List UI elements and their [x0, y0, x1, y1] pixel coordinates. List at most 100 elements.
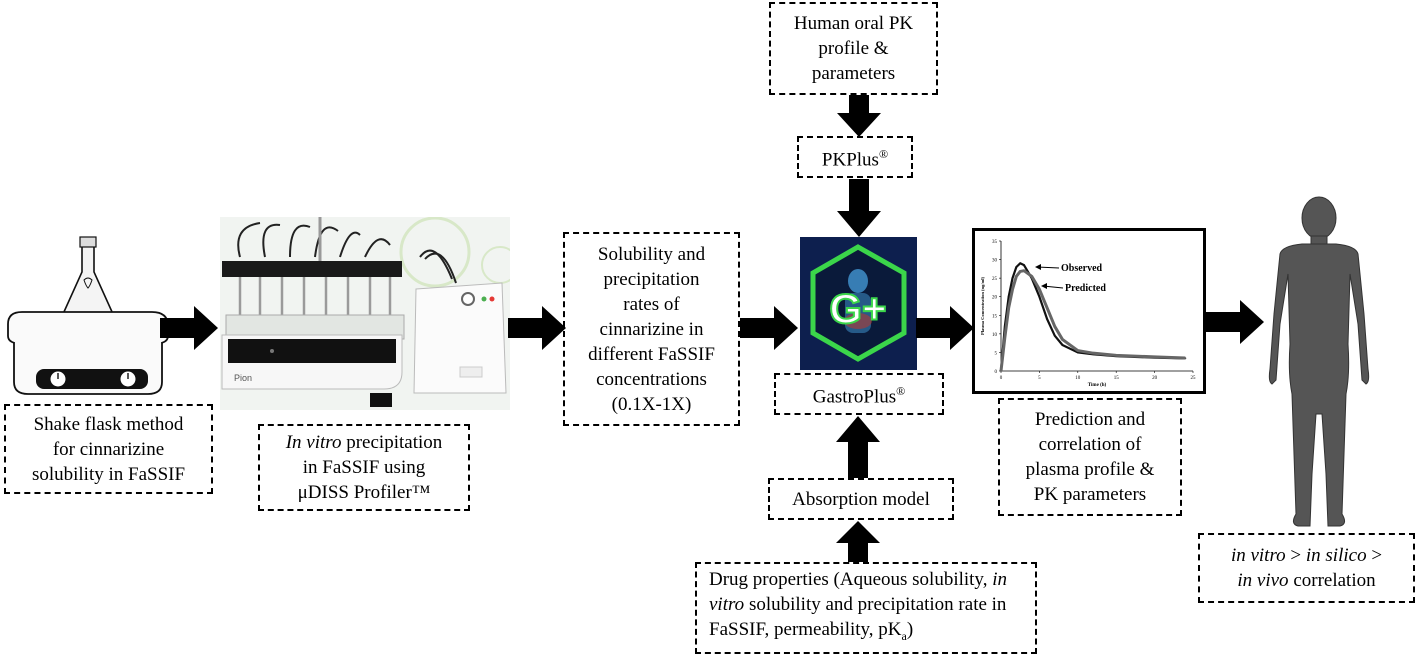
data-point-predicted [1053, 325, 1056, 328]
prediction-line-1: Prediction and [1034, 409, 1146, 430]
pkplus-text: PKPlus [821, 149, 879, 171]
drug-props-1i: in [992, 569, 1007, 591]
data-point-observed [1015, 266, 1018, 268]
in-vitro-precip-line-3: μDISS Profiler™ [297, 482, 431, 503]
x-axis-label: Time (h) [1088, 383, 1107, 388]
gastroplus-text: GastroPlus [812, 386, 897, 408]
prediction-line-2: correlation of [1038, 434, 1142, 455]
y-tick-label: 30 [992, 259, 998, 264]
y-tick-label: 35 [992, 240, 998, 245]
data-point-predicted [1076, 349, 1079, 352]
data-point-predicted [1046, 306, 1048, 309]
data-point-predicted [1019, 270, 1022, 273]
drug-props-1a: Drug properties (Aqueous solubility, [709, 569, 993, 591]
data-point-predicted [1003, 336, 1006, 339]
x-tick-label: 25 [1191, 376, 1197, 381]
drug-props-2b: solubility and precipitation rate in [744, 594, 1007, 616]
x-tick-label: 5 [1038, 376, 1041, 381]
arrow-chart-to-human [1206, 300, 1264, 344]
data-point-predicted [1015, 275, 1018, 278]
annotation-observed-arrowhead [1035, 264, 1041, 270]
y-tick-label: 20 [992, 296, 998, 301]
data-point-observed [1011, 277, 1014, 280]
solubility-rates-box: Solubility and precipitation rates of ci… [563, 232, 740, 426]
in-vitro-precip-italic: In vitro [285, 432, 342, 453]
correlation-i3: in vivo [1237, 570, 1289, 591]
shake-flask-line-3: solubility in FaSSIF [31, 463, 186, 485]
drug-props-line-3: FaSSIF, permeability, pKa) [709, 617, 913, 649]
correlation-i1: in vitro [1230, 545, 1286, 566]
data-point-predicted [1000, 370, 1002, 372]
solubility-line-2: precipitation [603, 268, 700, 290]
gastroplus-sup: ® [896, 383, 906, 398]
correlation-s1: > [1285, 545, 1306, 566]
solubility-line-4: cinnarizine in [599, 318, 704, 340]
correlation-line-2: in vivo correlation [1237, 568, 1375, 593]
data-point-predicted [1011, 288, 1014, 291]
y-tick-label: 10 [992, 333, 998, 338]
profiler-brand-label: Pion [234, 373, 252, 383]
drug-props-line-2: vitro solubility and precipitation rate … [709, 592, 1006, 617]
arrow-profiler-to-solubility [508, 306, 566, 350]
annotation-predicted-arrowhead [1041, 283, 1047, 289]
y-tick-label: 15 [992, 314, 998, 319]
in-vitro-precipitation-box: In vitro precipitation in FaSSIF using μ… [258, 424, 470, 511]
data-point-observed [1046, 318, 1048, 320]
correlation-line-1: in vitro > in silico > [1231, 543, 1382, 568]
drug-props-3sub: a [901, 628, 907, 643]
gastroplus-label: GastroPlus® [813, 379, 906, 409]
pkplus-sup: ® [878, 146, 889, 161]
drug-properties-box: Drug properties (Aqueous solubility, in … [695, 562, 1037, 654]
solubility-line-5: different FaSSIF [588, 343, 715, 365]
absorption-label: Absorption model [792, 488, 930, 510]
shake-flask-box: Shake flask method for cinnarizine solub… [4, 404, 213, 494]
data-point-predicted [1184, 357, 1187, 359]
drug-props-2i: vitro [709, 594, 745, 616]
absorption-model-box: Absorption model [768, 478, 954, 520]
data-point-observed [1061, 344, 1064, 346]
data-point-predicted [1007, 306, 1010, 309]
shake-flask-line-2: for cinnarizine [52, 438, 165, 460]
data-point-observed [1019, 262, 1022, 265]
prediction-line-3: plasma profile & [1025, 459, 1155, 480]
data-point-observed [1038, 295, 1041, 298]
drug-props-3a: FaSSIF, permeability, pK [709, 619, 902, 641]
correlation-box: in vitro > in silico > in vivo correlati… [1198, 533, 1415, 603]
correlation-i2: in silico [1305, 545, 1367, 566]
solubility-line-6: concentrations [596, 368, 707, 390]
data-point-observed [1053, 334, 1056, 337]
data-point-predicted [1092, 352, 1095, 355]
data-point-predicted [1153, 355, 1156, 358]
prediction-line-4: PK parameters [1033, 484, 1147, 505]
y-tick-label: 25 [992, 277, 998, 282]
human-pk-line-2: profile & [818, 38, 889, 59]
arrow-drugprops-to-absorption [836, 521, 880, 562]
annotation-predicted: Predicted [1065, 283, 1106, 294]
shake-flask-line-1: Shake flask method [33, 413, 184, 435]
in-vitro-precip-line-2: in FaSSIF using [302, 457, 426, 478]
annotation-observed: Observed [1061, 263, 1103, 274]
data-point-predicted [1023, 269, 1025, 272]
x-tick-label: 20 [1152, 376, 1158, 381]
human-pk-box: Human oral PK profile & parameters [769, 2, 938, 95]
solubility-line-1: Solubility and [597, 243, 706, 265]
hotplate-flask-illustration [7, 236, 169, 395]
y-axis-label: Plasma Concentration (ng/ml) [980, 277, 985, 335]
gastroplus-box: GastroPlus® [774, 373, 944, 415]
arrow-pkplus-to-gastroplus [837, 179, 881, 237]
data-point-predicted [1038, 288, 1041, 291]
y-tick-label: 5 [995, 351, 998, 356]
human-pk-line-1: Human oral PK [793, 13, 914, 34]
correlation-s2: > [1366, 545, 1383, 566]
arrow-gastroplus-to-chart [916, 306, 974, 350]
data-point-observed [1007, 295, 1010, 298]
prediction-box: Prediction and correlation of plasma pro… [998, 398, 1182, 516]
x-tick-label: 15 [1114, 376, 1120, 381]
y-tick-label: 0 [995, 370, 998, 375]
gastroplus-logo-text: G+ [829, 285, 886, 332]
gastroplus-logo: G+ [800, 237, 917, 370]
arrow-absorption-to-gastroplus [836, 416, 880, 478]
in-vitro-precip-rest: precipitation [341, 432, 443, 453]
